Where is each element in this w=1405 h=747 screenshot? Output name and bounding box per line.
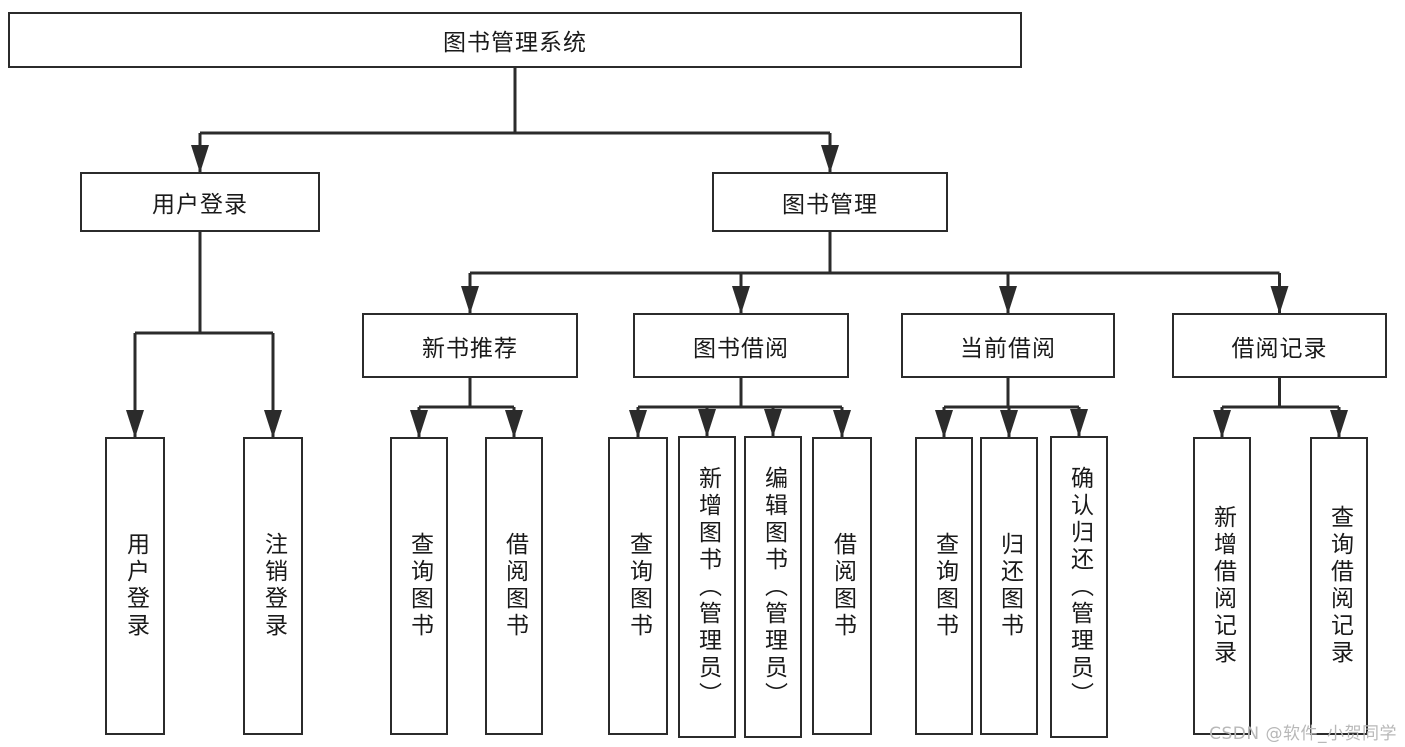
node-label: 当前借阅 (960, 335, 1056, 362)
edge-arrowhead (1213, 410, 1231, 438)
edge-arrowhead (764, 409, 782, 437)
node-leaf-borrow-book-2[interactable]: 借阅图书 (812, 437, 872, 735)
node-label: 用户登录 (152, 192, 248, 218)
node-leaf-add-book[interactable]: 新增图书（管理员） (678, 436, 736, 738)
node-new-book-rec[interactable]: 新书推荐 (362, 313, 578, 378)
edge-arrowhead (999, 286, 1017, 314)
node-leaf-query-book-2[interactable]: 查询图书 (608, 437, 668, 735)
node-label: 查询图书 (406, 532, 433, 640)
node-label: 新书推荐 (422, 335, 518, 362)
node-label: 图书管理 (782, 192, 878, 218)
node-label: 图书管理系统 (443, 30, 587, 56)
node-label: 图书借阅 (693, 335, 789, 362)
node-leaf-borrow-book-1[interactable]: 借阅图书 (485, 437, 543, 735)
edge-arrowhead (821, 145, 839, 173)
node-leaf-query-book-3[interactable]: 查询图书 (915, 437, 973, 735)
node-label: 注销登录 (260, 532, 287, 640)
node-leaf-confirm-return[interactable]: 确认归还（管理员） (1050, 436, 1108, 738)
node-label: 确认归还（管理员） (1066, 465, 1093, 709)
node-book-manage[interactable]: 图书管理 (712, 172, 948, 232)
edge-arrowhead (833, 410, 851, 438)
node-label: 查询借阅记录 (1326, 505, 1353, 667)
edge-arrowhead (1070, 409, 1088, 437)
node-leaf-add-record[interactable]: 新增借阅记录 (1193, 437, 1251, 735)
node-label: 归还图书 (996, 532, 1023, 640)
node-leaf-user-logout[interactable]: 注销登录 (243, 437, 303, 735)
node-leaf-return-book[interactable]: 归还图书 (980, 437, 1038, 735)
node-label: 查询图书 (931, 532, 958, 640)
node-current-borrow[interactable]: 当前借阅 (901, 313, 1115, 378)
edge-arrowhead (732, 286, 750, 314)
edge-arrowhead (629, 410, 647, 438)
edge-arrowhead (505, 410, 523, 438)
edge-arrowhead (1330, 410, 1348, 438)
node-root[interactable]: 图书管理系统 (8, 12, 1022, 68)
node-label: 借阅图书 (501, 532, 528, 640)
edge-arrowhead (461, 286, 479, 314)
node-leaf-query-record[interactable]: 查询借阅记录 (1310, 437, 1368, 735)
node-label: 借阅记录 (1231, 335, 1328, 362)
edge-arrowhead (1000, 410, 1018, 438)
watermark-label: CSDN @软件_小贺同学 (1209, 724, 1397, 744)
edge-arrowhead (698, 409, 716, 437)
node-label: 新增图书（管理员） (694, 465, 721, 709)
edge-arrowhead (410, 410, 428, 438)
edge-arrowhead (1270, 286, 1289, 314)
node-label: 新增借阅记录 (1209, 505, 1236, 667)
node-leaf-query-book-1[interactable]: 查询图书 (390, 437, 448, 735)
node-leaf-edit-book[interactable]: 编辑图书（管理员） (744, 436, 802, 738)
node-label: 编辑图书（管理员） (760, 465, 787, 709)
node-label: 借阅图书 (829, 532, 856, 640)
node-leaf-user-login[interactable]: 用户登录 (105, 437, 165, 735)
node-book-borrow[interactable]: 图书借阅 (633, 313, 849, 378)
node-label: 查询图书 (625, 532, 652, 640)
edge-arrowhead (191, 145, 209, 173)
edge-arrowhead (935, 410, 953, 438)
node-label: 用户登录 (122, 532, 149, 640)
node-user-login[interactable]: 用户登录 (80, 172, 320, 232)
node-borrow-record[interactable]: 借阅记录 (1172, 313, 1387, 378)
edge-arrowhead (264, 410, 282, 438)
edge-arrowhead (126, 410, 144, 438)
